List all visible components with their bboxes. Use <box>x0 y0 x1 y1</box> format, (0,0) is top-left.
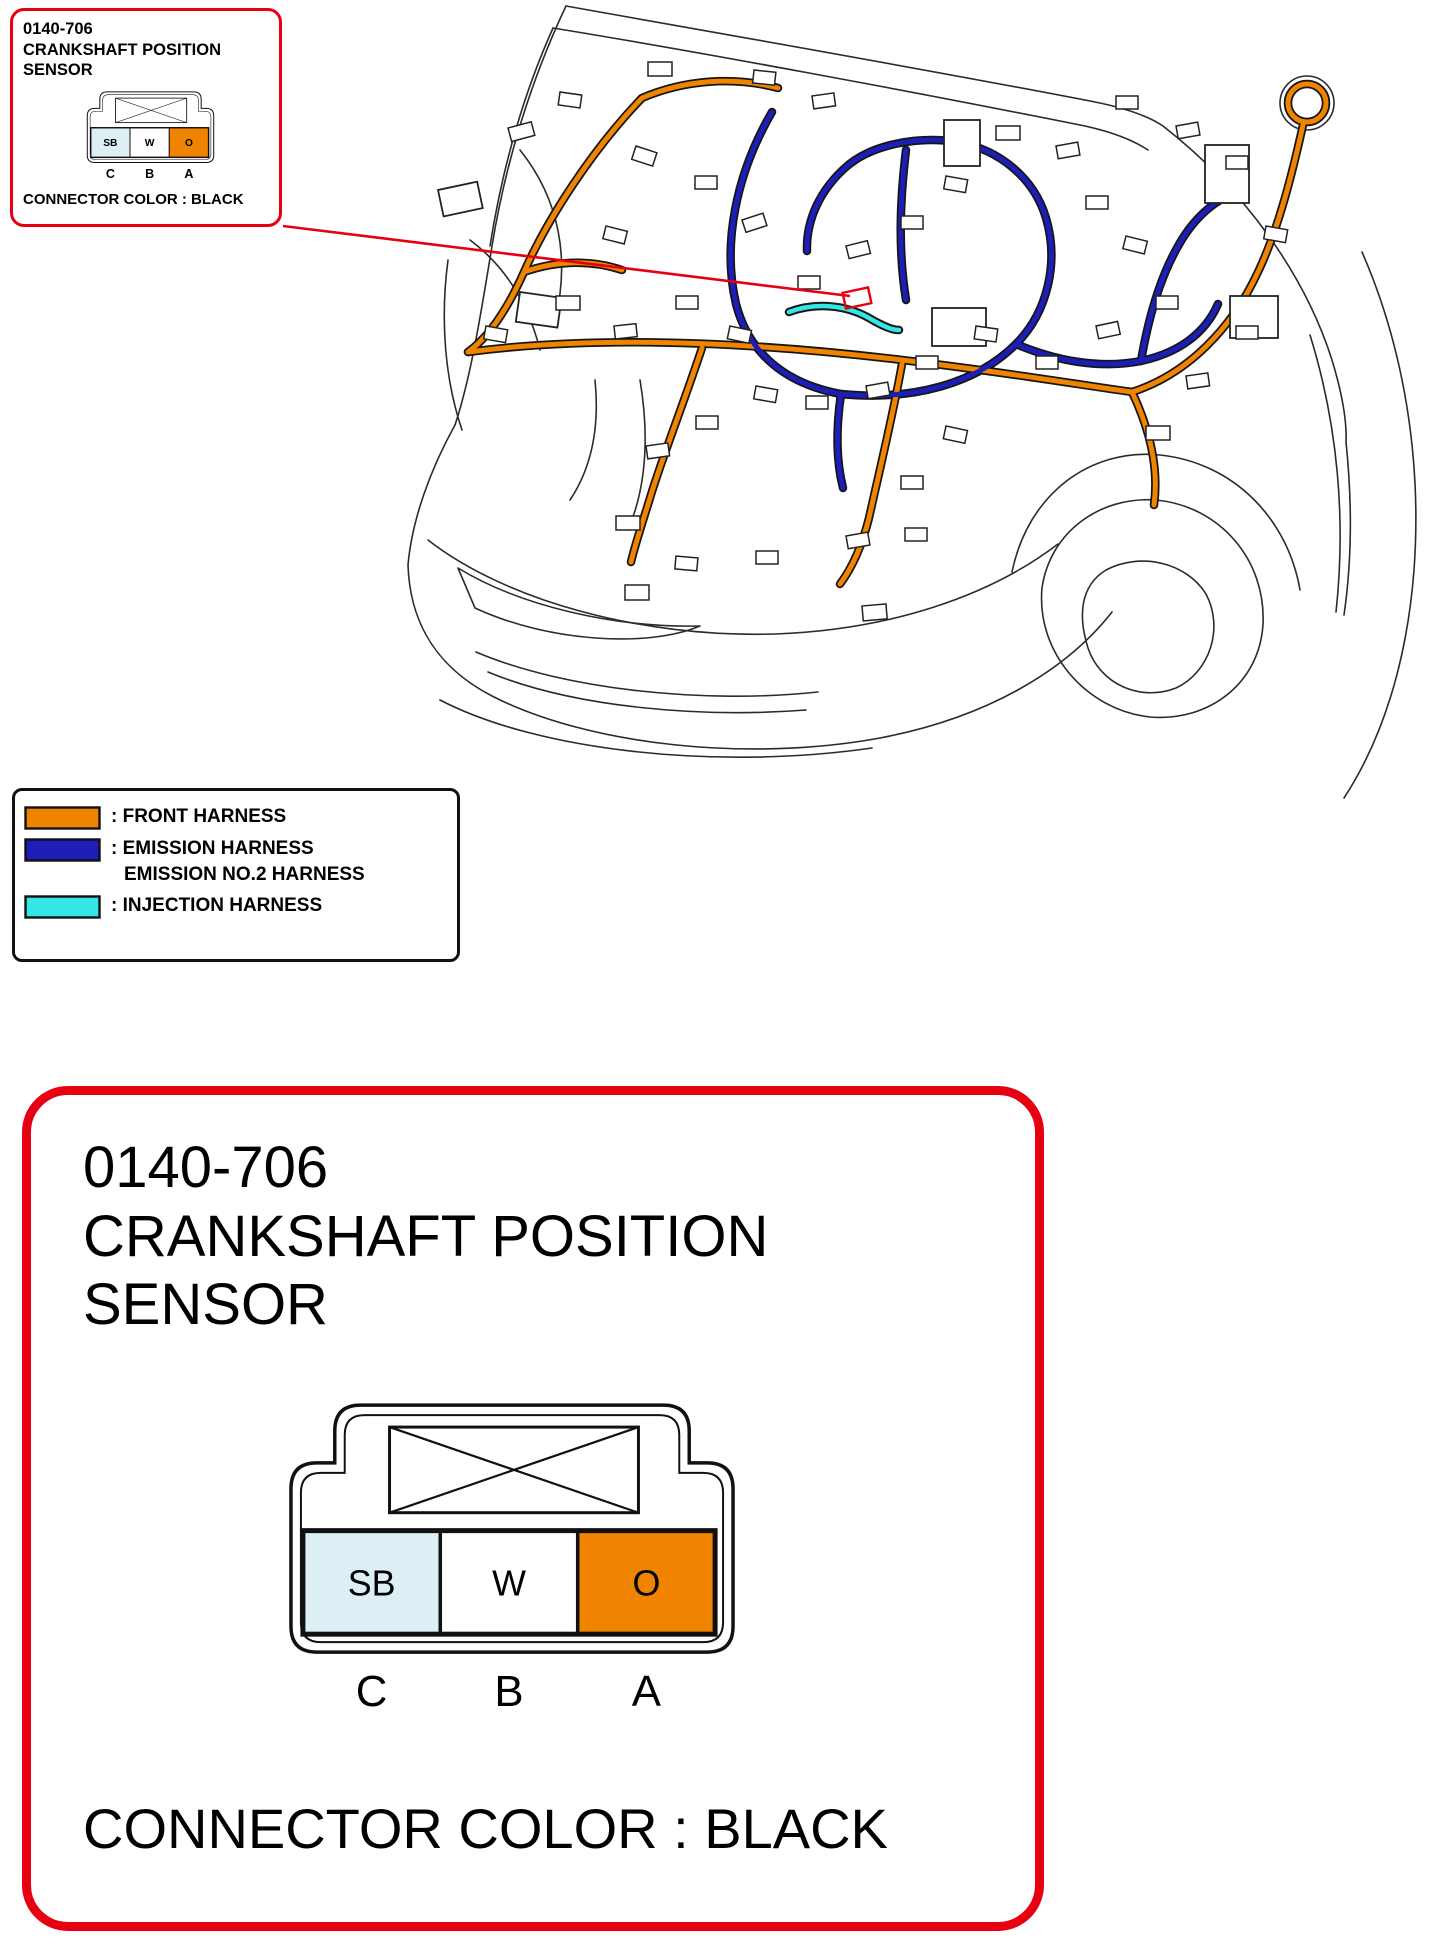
legend-item-injection-harness: : INJECTION HARNESS <box>24 893 457 919</box>
legend-label-emission: : EMISSION HARNESS <box>111 838 314 859</box>
connector-code: 0140-706 <box>23 20 93 38</box>
connector-color-label: CONNECTOR COLOR : BLACK <box>23 190 244 208</box>
legend-item-emission-harness: : EMISSION HARNESS EMISSION NO.2 HARNESS <box>24 836 457 887</box>
connector-callout-box: 0140-706 CRANKSHAFT POSITION SENSOR SB W… <box>10 8 282 227</box>
mini-terminal-b: B <box>145 167 154 181</box>
connector-name-line1: CRANKSHAFT POSITION <box>23 40 221 59</box>
terminal-c: C <box>356 1667 388 1716</box>
emission-harness-swatch <box>24 838 101 862</box>
connector-detail-box: 0140-706 CRANKSHAFT POSITION SENSOR SB W… <box>22 1086 1044 1931</box>
harness-connectors <box>436 61 1289 622</box>
mini-pin-w <box>129 127 170 158</box>
legend-label-emission-no2: EMISSION NO.2 HARNESS <box>124 863 365 885</box>
pin-label-w: W <box>492 1564 526 1604</box>
injection-harness <box>789 306 899 330</box>
pin-w <box>438 1529 580 1637</box>
terminal-b: B <box>494 1667 523 1716</box>
mini-pin-label-w: W <box>145 138 155 149</box>
pin-label-o: O <box>632 1564 660 1604</box>
mini-pin-label-o: O <box>185 138 193 149</box>
legend-item-front-harness: : FRONT HARNESS <box>24 804 457 830</box>
legend-label-front: : FRONT HARNESS <box>111 806 287 827</box>
engine-bay-harness-illustration <box>282 5 1417 799</box>
callout-leader-line <box>282 224 851 298</box>
pin-label-sb: SB <box>348 1564 396 1604</box>
pin-o <box>575 1529 717 1637</box>
harness-legend: : FRONT HARNESS : EMISSION HARNESS EMISS… <box>12 788 460 962</box>
highlighted-connector <box>841 286 873 310</box>
connector-pinout-diagram: SB W O C B A <box>289 1403 735 1716</box>
detail-connector-code: 0140-706 <box>83 1135 329 1200</box>
connector-name-line2: SENSOR <box>23 61 93 80</box>
mini-pin-label-sb: SB <box>103 138 117 149</box>
front-harness-swatch <box>24 806 101 830</box>
terminal-a: A <box>632 1667 662 1716</box>
car-body-outline <box>407 5 1417 799</box>
injection-harness-swatch <box>24 895 101 919</box>
detail-connector-color-label: CONNECTOR COLOR : BLACK <box>83 1797 888 1861</box>
detail-connector-name-line2: SENSOR <box>83 1272 328 1338</box>
mini-connector-pinout-diagram: SB W O C B A <box>86 91 215 181</box>
detail-connector-name-line1: CRANKSHAFT POSITION <box>83 1203 769 1269</box>
mini-terminal-c: C <box>106 167 115 181</box>
legend-label-injection: : INJECTION HARNESS <box>111 895 323 917</box>
mini-terminal-a: A <box>184 167 193 181</box>
